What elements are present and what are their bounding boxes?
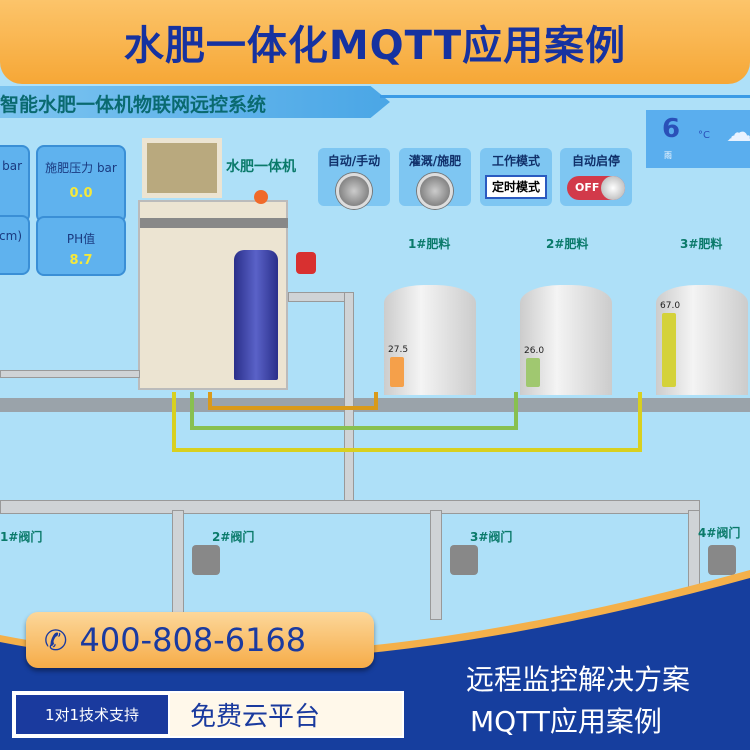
sensor-card-ph: PH值 8.7 xyxy=(36,216,126,276)
weather-unit: °C xyxy=(698,130,710,141)
platform-label: 免费云平台 xyxy=(190,702,321,732)
manifold-pipe xyxy=(140,218,288,228)
sensor-value: 8.7 xyxy=(69,253,93,268)
fertilizer-tank: 26.0 xyxy=(520,285,612,395)
sensor-card-3: cm) xyxy=(0,215,30,275)
phone-icon: ✆ xyxy=(44,623,68,657)
weather-temp: 6 xyxy=(662,114,681,144)
tank-level-text: 67.0 xyxy=(660,301,681,311)
auto-manual-knob[interactable] xyxy=(336,173,372,209)
tank-label: 1#肥料 xyxy=(408,237,451,251)
valve-4[interactable] xyxy=(708,545,736,575)
pressure-sensor xyxy=(296,252,316,274)
valve-label: 2#阀门 xyxy=(212,530,255,544)
toggle-state: OFF xyxy=(575,181,600,194)
slogan-line-2: MQTT应用案例 xyxy=(470,705,662,738)
banner-title: 水肥一体化MQTT应用案例 xyxy=(0,0,750,84)
tank-level-text: 27.5 xyxy=(388,345,409,355)
control-label: 自动/手动 xyxy=(327,154,381,168)
work-mode-control[interactable]: 工作模式定时模式 xyxy=(480,148,552,206)
auto-start-stop-toggle[interactable]: OFF xyxy=(567,176,625,200)
valve-2[interactable] xyxy=(192,545,220,575)
machine-label: 水肥一体机 xyxy=(226,159,296,175)
sensor-label: cm) xyxy=(0,229,22,243)
tank-level-bar xyxy=(526,358,540,387)
valve-label: 4#阀门 xyxy=(698,526,741,540)
inlet-pipe xyxy=(0,370,140,378)
branch-pipe xyxy=(430,510,442,620)
fert-line-1 xyxy=(208,392,378,410)
control-label: 自动启停 xyxy=(571,154,620,168)
cloud-rain-icon: ☁ xyxy=(726,118,750,148)
control-cabinet xyxy=(142,138,222,198)
sensor-value: 0.0 xyxy=(69,186,93,201)
fertilizer-tank: 67.0 xyxy=(656,285,748,395)
tank-label: 2#肥料 xyxy=(546,237,589,251)
tank-level-text: 26.0 xyxy=(524,346,545,356)
fert-line-3 xyxy=(172,392,642,452)
sensor-card-fert-pressure: 施肥压力 bar 0.0 xyxy=(36,145,126,223)
support-banner: 1对1技术支持免费云平台 xyxy=(12,691,404,738)
distribution-pipe xyxy=(0,500,700,514)
system-title: 智能水肥一体机物联网远控系统 xyxy=(0,86,390,118)
auto-start-stop-control[interactable]: 自动启停 OFF xyxy=(560,148,632,206)
tank-level-bar xyxy=(390,357,404,387)
sensor-label: bar xyxy=(2,159,22,173)
tank-label: 3#肥料 xyxy=(680,237,723,251)
control-label: 工作模式 xyxy=(491,154,540,168)
phone-button[interactable]: ✆ 400-808-6168 xyxy=(26,612,374,668)
valve-3[interactable] xyxy=(450,545,478,575)
valve-label: 1#阀门 xyxy=(0,530,43,544)
outlet-pipe xyxy=(288,292,352,302)
sensor-label: 施肥压力 bar xyxy=(45,161,117,175)
irrigate-fertilize-control[interactable]: 灌溉/施肥 xyxy=(399,148,471,209)
work-mode-select[interactable]: 定时模式 xyxy=(485,175,547,199)
tank-level-bar xyxy=(662,313,676,387)
weather-widget: 6 °C 雨 ☁ xyxy=(646,110,750,168)
irrigate-fertilize-knob[interactable] xyxy=(417,173,453,209)
header-divider xyxy=(380,95,750,98)
sensor-label: PH值 xyxy=(66,232,96,246)
sensor-card-1: bar xyxy=(0,145,30,223)
valve-label: 3#阀门 xyxy=(470,530,513,544)
control-label: 灌溉/施肥 xyxy=(408,154,462,168)
weather-desc: 雨 xyxy=(664,151,672,160)
fertilizer-tank: 27.5 xyxy=(384,285,476,395)
fert-line-2 xyxy=(190,392,518,430)
phone-number: 400-808-6168 xyxy=(79,621,307,659)
alarm-light xyxy=(254,190,268,204)
slogan-line-1: 远程监控解决方案 xyxy=(466,663,691,696)
pump xyxy=(234,250,278,380)
support-label: 1对1技术支持 xyxy=(14,693,170,736)
auto-manual-control[interactable]: 自动/手动 xyxy=(318,148,390,209)
